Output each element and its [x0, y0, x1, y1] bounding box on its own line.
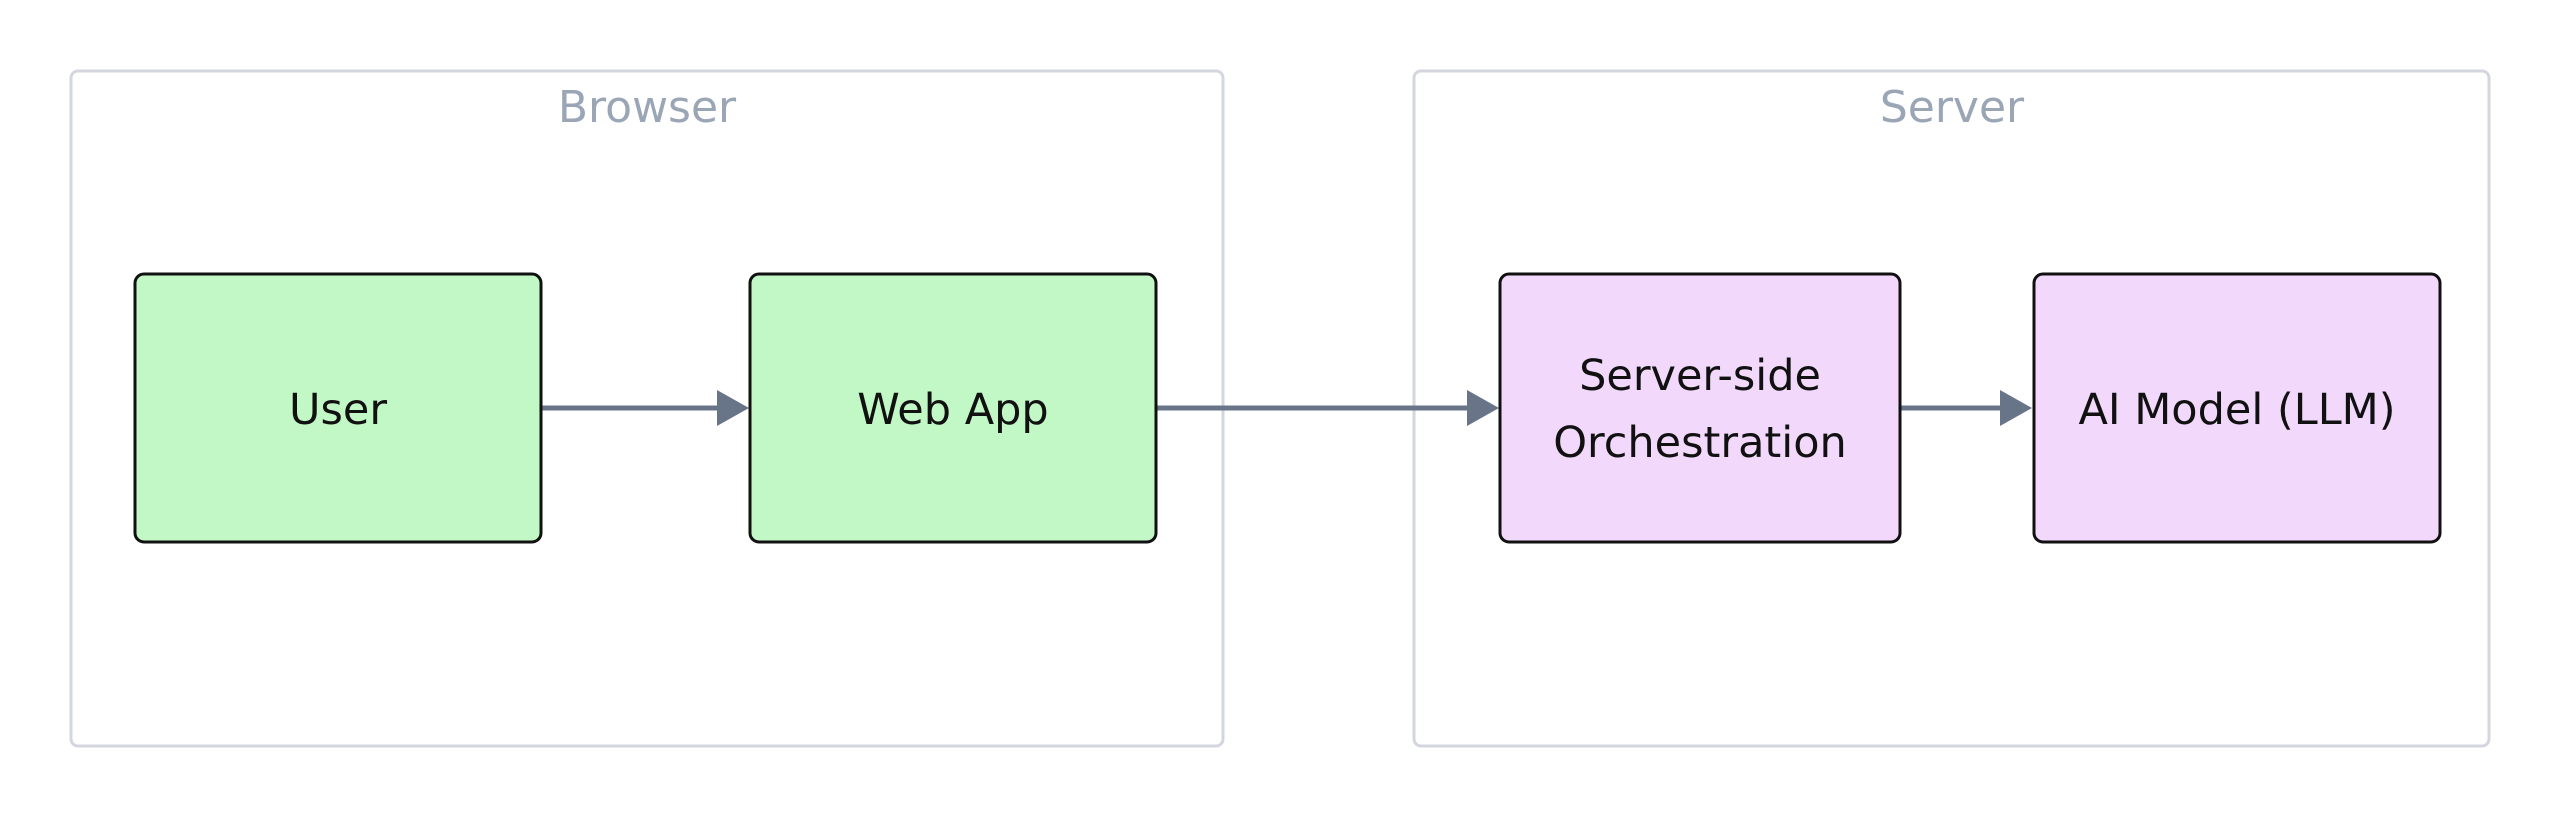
node-ai-model-label: AI Model (LLM) [2078, 385, 2395, 435]
node-user: User [133, 272, 543, 544]
edge-orchestration-to-ai-model [1900, 390, 2032, 426]
edge-user-to-web-app [541, 390, 749, 426]
node-ai-model-box [2032, 272, 2442, 544]
node-web-app-box [748, 272, 1158, 544]
group-server-label: Server [1880, 82, 2025, 133]
group-browser-label: Browser [558, 82, 737, 133]
node-user-box [133, 272, 543, 544]
node-web-app: Web App [748, 272, 1158, 544]
node-ai-model: AI Model (LLM) [2032, 272, 2442, 544]
node-orchestration-label-line-2: Orchestration [1553, 418, 1847, 468]
edge-orchestration-to-ai-model-arrowhead [2000, 390, 2032, 426]
node-user-label: User [289, 385, 387, 435]
node-orchestration: Server-side Orchestration [1498, 272, 1902, 544]
node-orchestration-label-line-1: Server-side [1579, 351, 1821, 401]
edge-web-app-to-orchestration-arrowhead [1467, 390, 1499, 426]
node-web-app-label: Web App [857, 385, 1048, 435]
edge-user-to-web-app-arrowhead [717, 390, 749, 426]
node-orchestration-box [1498, 272, 1902, 544]
edge-web-app-to-orchestration [1156, 390, 1499, 426]
